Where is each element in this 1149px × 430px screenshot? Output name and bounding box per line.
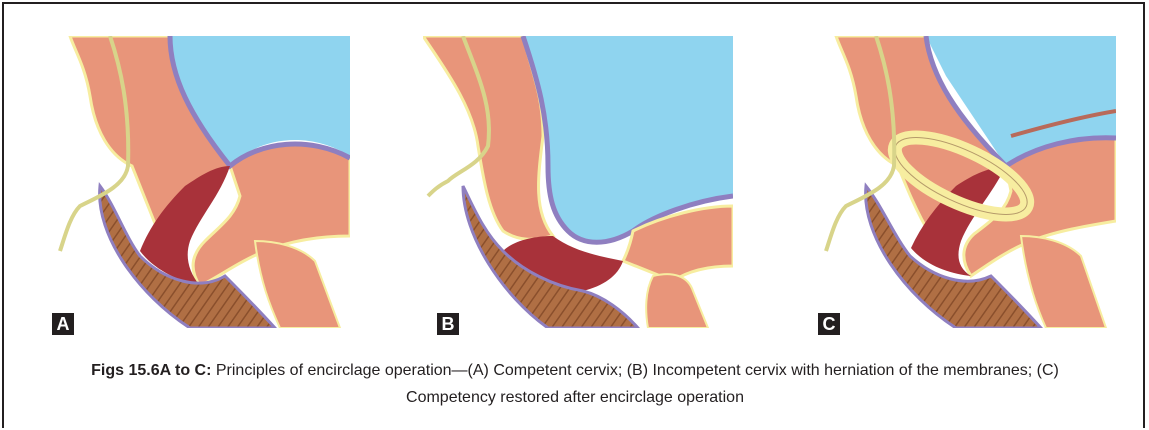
panel-label-b: B bbox=[437, 313, 459, 335]
panel-b-illustration bbox=[423, 36, 733, 328]
figure-caption: Figs 15.6A to C: Principles of encirclag… bbox=[60, 357, 1090, 411]
caption-text: Principles of encirclage operation—(A) C… bbox=[211, 362, 1058, 406]
panel-c-illustration bbox=[806, 36, 1116, 328]
panel-a-illustration bbox=[40, 36, 350, 328]
panel-label-c: C bbox=[818, 313, 840, 335]
panel-label-a: A bbox=[52, 313, 74, 335]
caption-figure-number: Figs 15.6A to C: bbox=[91, 362, 211, 379]
